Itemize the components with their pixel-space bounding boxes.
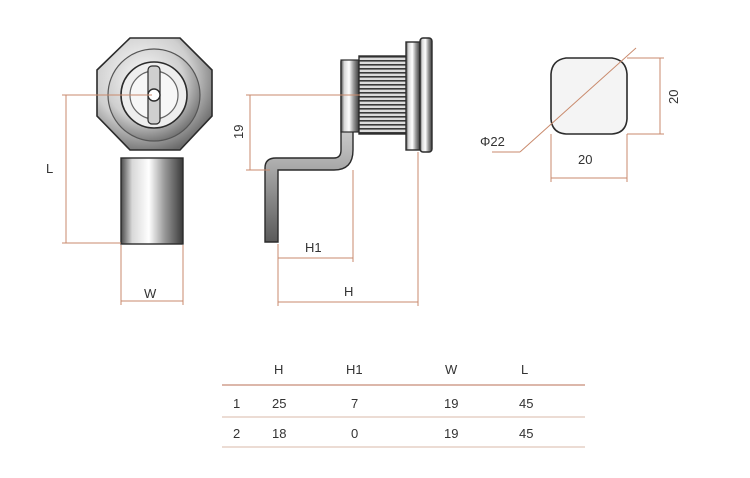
row-value-H1: 7 <box>351 396 358 411</box>
dim-20h-label: 20 <box>666 90 681 104</box>
spec-table-header: H H1 W L <box>274 362 528 377</box>
side-head <box>419 37 433 153</box>
nut-view: Φ22 20 20 <box>480 47 681 182</box>
side-threaded-body <box>358 55 408 135</box>
spec-header-W: W <box>445 362 458 377</box>
table-row: 2 18 0 19 45 <box>233 426 533 441</box>
spec-header-H: H <box>274 362 283 377</box>
dim-diameter-line <box>519 47 637 153</box>
spec-header-L: L <box>521 362 528 377</box>
row-index: 2 <box>233 426 240 441</box>
row-index: 1 <box>233 396 240 411</box>
row-value-H: 25 <box>272 396 286 411</box>
side-cam-arm <box>264 61 354 243</box>
front-cam-arm <box>120 157 184 245</box>
row-value-W: 19 <box>444 396 458 411</box>
spec-header-H1: H1 <box>346 362 363 377</box>
row-value-L: 45 <box>519 396 533 411</box>
row-value-W: 19 <box>444 426 458 441</box>
front-view: L W <box>46 37 213 305</box>
side-arm-plate <box>340 59 360 133</box>
dim-diameter-label: Φ22 <box>480 134 505 149</box>
table-row: 1 25 7 19 45 <box>233 396 533 411</box>
row-value-H1: 0 <box>351 426 358 441</box>
side-view: 19 H1 H <box>231 37 433 306</box>
row-value-L: 45 <box>519 426 533 441</box>
dim-L-label: L <box>46 161 53 176</box>
side-flange <box>405 41 421 151</box>
row-value-H: 18 <box>272 426 286 441</box>
spec-table: H H1 W L 1 25 7 19 45 2 18 0 19 45 <box>222 362 585 448</box>
dim-20w-label: 20 <box>578 152 592 167</box>
dim-19-label: 19 <box>231 125 246 139</box>
dim-H-label: H <box>344 284 353 299</box>
dim-H1-label: H1 <box>305 240 322 255</box>
nut-outline <box>550 57 628 135</box>
dim-W-label: W <box>144 286 157 301</box>
